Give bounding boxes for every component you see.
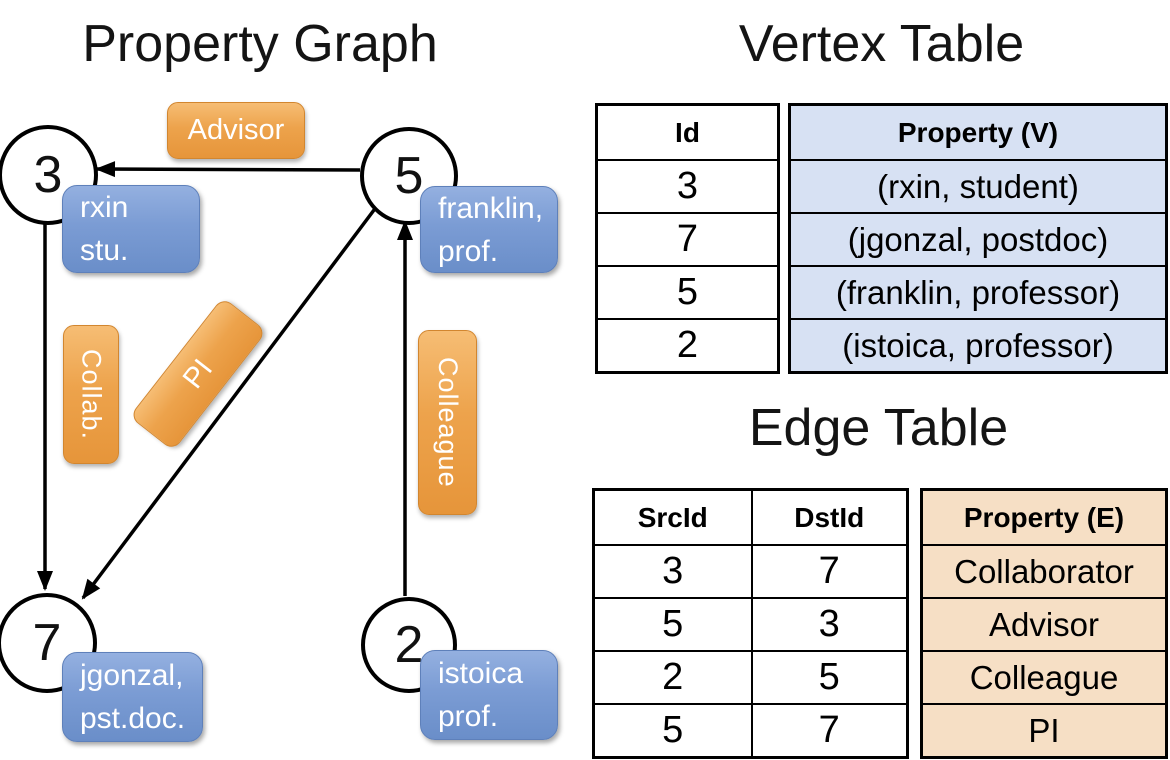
edge-table-id-columns: SrcId DstId 3 7 5 3 2 5 5 7	[592, 488, 909, 759]
vertex-property-cell: (jgonzal, postdoc)	[791, 212, 1165, 265]
node-2-property-line2: prof.	[438, 700, 499, 733]
node-7-property-box: jgonzal, pst.doc.	[62, 652, 203, 742]
vertex-table-property-column: Property (V) (rxin, student) (jgonzal, p…	[788, 103, 1168, 374]
vertex-id-cell: 2	[598, 318, 777, 371]
edge-label-advisor-text: Advisor	[187, 114, 285, 146]
edge-table: SrcId DstId 3 7 5 3 2 5 5 7 Property (E)…	[592, 488, 1168, 759]
vertex-property-cell: (rxin, student)	[791, 159, 1165, 212]
edge-table-property-column: Property (E) Collaborator Advisor Collea…	[920, 488, 1168, 759]
edge-table-property-header: Property (E)	[923, 491, 1165, 544]
vertex-table: Id 3 7 5 2 Property (V) (rxin, student) …	[595, 103, 1168, 374]
node-3-property-line2: stu.	[80, 234, 129, 267]
node-5-id: 5	[394, 147, 424, 205]
graph-edges	[37, 161, 413, 600]
property-graph-title: Property Graph	[82, 15, 438, 73]
node-2-property-box: istoica prof.	[420, 650, 558, 740]
edge-src-cell: 5	[595, 597, 751, 650]
edge-property-cell: Advisor	[923, 597, 1165, 650]
edge-label-pi-text: PI	[176, 353, 219, 395]
edge-dst-cell: 5	[750, 650, 906, 703]
edge-src-cell: 2	[595, 650, 751, 703]
edge-table-srcid-header: SrcId	[637, 501, 708, 533]
vertex-property-cell: (istoica, professor)	[791, 318, 1165, 371]
node-5-property-box: franklin, prof.	[420, 186, 558, 273]
vertex-table-property-header: Property (V)	[791, 106, 1165, 159]
edge-pi-line	[81, 204, 379, 600]
vertex-property-cell: (franklin, professor)	[791, 265, 1165, 318]
edge-table-title: Edge Table	[748, 399, 1009, 457]
edge-property-cell: Colleague	[923, 650, 1165, 703]
graph-node-5: 5	[360, 127, 458, 225]
edge-table-dstid-header: DstId	[750, 491, 907, 544]
edge-src-cell: 3	[595, 544, 751, 597]
node-7-property-line1: jgonzal,	[80, 659, 184, 692]
node-5-property-line1: franklin,	[438, 191, 544, 225]
node-7-property-line2: pst.doc.	[80, 702, 186, 735]
vertex-table-title: Vertex Table	[738, 15, 1025, 73]
node-7-id: 7	[32, 614, 62, 672]
edge-label-collab: Collab.	[63, 325, 119, 464]
vertex-table-id-header: Id	[675, 116, 700, 148]
graph-node-2: 2	[361, 597, 457, 693]
edge-dst-cell: 3	[750, 597, 906, 650]
edge-property-cell: PI	[923, 703, 1165, 756]
node-3-id: 3	[33, 146, 63, 204]
node-2-id: 2	[394, 616, 424, 674]
vertex-id-cell: 5	[598, 265, 777, 318]
node-2-property-line1: istoica	[438, 657, 524, 690]
edge-src-cell: 5	[595, 703, 751, 756]
node-3-property-box: rxin stu.	[62, 185, 200, 273]
edge-label-colleague-text: Colleague	[433, 357, 463, 488]
vertex-id-cell: 3	[598, 159, 777, 212]
edge-label-colleague: Colleague	[418, 330, 477, 515]
edge-advisor-line	[95, 161, 361, 178]
edge-dst-cell: 7	[750, 703, 906, 756]
node-5-property-line2: prof.	[438, 234, 499, 268]
edge-dst-cell: 7	[750, 544, 906, 597]
vertex-id-cell: 7	[598, 212, 777, 265]
edge-label-advisor: Advisor	[167, 102, 305, 159]
edge-label-collab-text: Collab.	[76, 348, 107, 441]
node-3-property-line1: rxin	[80, 191, 129, 224]
vertex-table-id-column: Id 3 7 5 2	[595, 103, 780, 374]
edge-property-cell: Collaborator	[923, 544, 1165, 597]
